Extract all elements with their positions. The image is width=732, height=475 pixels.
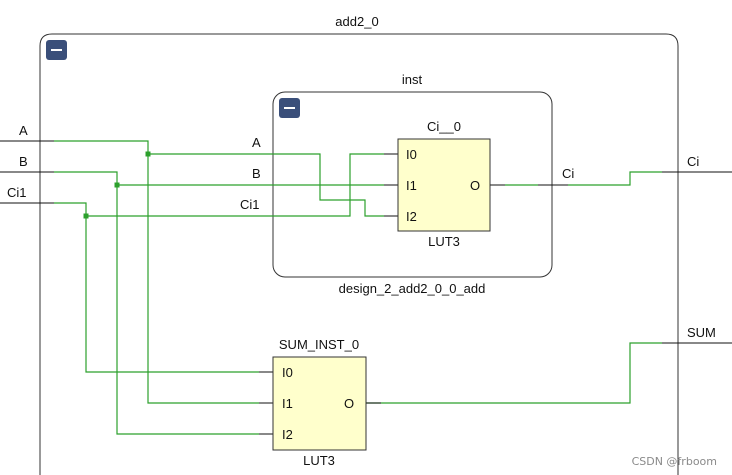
lut-ci-type: LUT3 — [428, 234, 460, 249]
inst-port-a-label: A — [252, 135, 261, 150]
outer-port-a-label: A — [19, 123, 28, 138]
lut-sum-pin-i2: I2 — [282, 427, 293, 442]
lut-sum[interactable]: SUM_INST_0 LUT3 I0 I1 I2 O — [259, 337, 381, 468]
wires — [54, 140, 662, 435]
watermark: CSDN @frboom — [632, 455, 717, 468]
lut-ci-name: Ci__0 — [427, 119, 461, 134]
lut-sum-pin-i1: I1 — [282, 396, 293, 411]
junction-a — [145, 151, 151, 157]
outer-input-ports: A B Ci1 — [0, 123, 54, 204]
outer-port-ci-label: Ci — [687, 154, 699, 169]
lut-sum-pin-o: O — [344, 396, 354, 411]
wire-ci1-to-lut-i0[interactable] — [288, 153, 384, 217]
inst-collapse-button[interactable] — [279, 98, 300, 118]
lut-ci-body[interactable] — [397, 138, 491, 232]
lut-ci-pin-i2: I2 — [406, 209, 417, 224]
inst-port-ci1-label: Ci1 — [240, 197, 260, 212]
outer-output-ports: Ci SUM — [662, 154, 732, 344]
junction-b — [114, 182, 120, 188]
lut-ci-pin-i0: I0 — [406, 147, 417, 162]
wire-a-to-lut-i2[interactable] — [288, 153, 384, 217]
junctions — [83, 151, 151, 219]
lut-ci-pin-i1: I1 — [406, 178, 417, 193]
lut-sum-pin-i0: I0 — [282, 365, 293, 380]
outer-port-ci1-label: Ci1 — [7, 185, 27, 200]
lut-sum-body[interactable] — [272, 356, 367, 451]
junction-ci1 — [83, 213, 89, 219]
outer-port-b-label: B — [19, 154, 28, 169]
outer-cell-name: add2_0 — [335, 14, 378, 29]
lut-ci-pin-o: O — [470, 178, 480, 193]
lut-sum-name: SUM_INST_0 — [279, 337, 359, 352]
wire-ci1[interactable] — [54, 202, 259, 373]
outer-collapse-button[interactable] — [46, 40, 67, 60]
outer-cell-add2_0[interactable]: add2_0 — [39, 14, 679, 475]
wire-a[interactable] — [54, 140, 259, 404]
inst-port-b-label: B — [252, 166, 261, 181]
wire-b[interactable] — [54, 171, 259, 435]
inst-cell-label: inst — [402, 72, 423, 87]
outer-cell-border — [39, 33, 679, 475]
wire-ci-out[interactable] — [568, 171, 662, 186]
inst-cell-type: design_2_add2_0_0_add — [339, 281, 486, 296]
outer-port-sum-label: SUM — [687, 325, 716, 340]
wire-sum-out[interactable] — [366, 342, 662, 404]
inst-port-ci-label: Ci — [562, 166, 574, 181]
lut-sum-type: LUT3 — [303, 453, 335, 468]
lut-ci[interactable]: Ci__0 LUT3 I0 I1 I2 O — [384, 119, 505, 249]
